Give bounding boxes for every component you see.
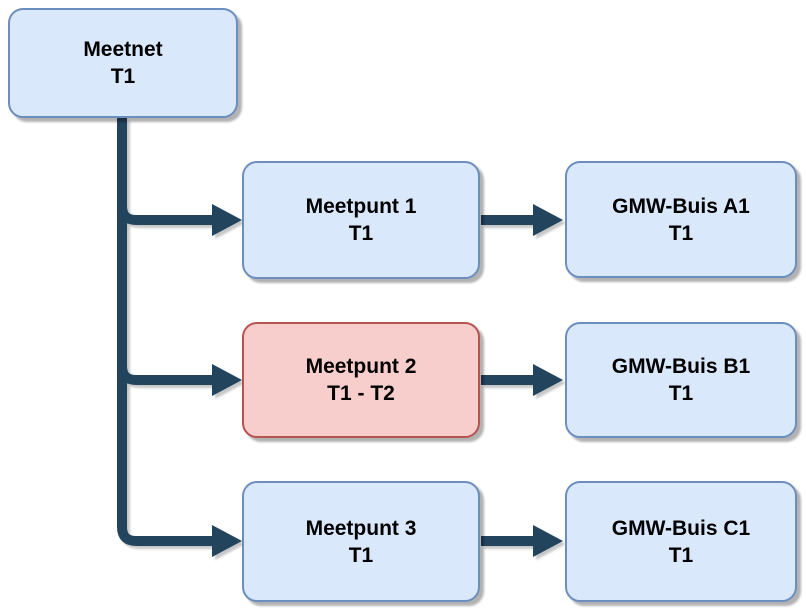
node-sublabel: T1 xyxy=(668,221,694,245)
node-label: Meetnet xyxy=(83,38,163,61)
node-label: Meetpunt 3 xyxy=(305,516,417,540)
arrowhead-gmw-c1 xyxy=(533,525,563,557)
node-sublabel: T1 - T2 xyxy=(327,382,395,405)
edge-meetnet-meetpunt2 xyxy=(117,352,214,385)
node-sublabel: T1 xyxy=(348,222,374,245)
node-gmw-buis-c1[interactable]: GMW-Buis C1 T1 xyxy=(565,481,797,602)
node-label: Meetpunt 2 xyxy=(305,355,417,378)
node-meetpunt1[interactable]: Meetpunt 1 T1 xyxy=(242,161,480,279)
arrowhead-meetpunt2 xyxy=(212,364,242,396)
node-meetpunt3[interactable]: Meetpunt 3 T1 xyxy=(242,481,480,602)
arrowhead-gmw-a1 xyxy=(533,204,563,236)
node-gmw-buis-b1[interactable]: GMW-Buis B1 T1 xyxy=(565,322,797,438)
node-label: GMW-Buis A1 xyxy=(612,194,750,218)
node-label: GMW-Buis B1 xyxy=(611,355,751,378)
node-gmw-buis-a1[interactable]: GMW-Buis A1 T1 xyxy=(565,161,797,278)
node-meetpunt2[interactable]: Meetpunt 2 T1 - T2 xyxy=(242,322,480,438)
arrowhead-gmw-b1 xyxy=(533,364,563,396)
node-sublabel: T1 xyxy=(668,382,694,405)
edge-meetnet-meetpunt1 xyxy=(117,192,214,225)
node-meetnet[interactable]: Meetnet T1 xyxy=(8,8,238,118)
node-sublabel: T1 xyxy=(110,65,136,88)
node-label: GMW-Buis C1 xyxy=(611,516,751,540)
node-sublabel: T1 xyxy=(348,543,374,567)
node-sublabel: T1 xyxy=(668,543,694,567)
arrowhead-meetpunt1 xyxy=(212,204,242,236)
edge-meetnet-meetpunt3 xyxy=(117,118,214,546)
node-label: Meetpunt 1 xyxy=(305,195,417,218)
arrowhead-meetpunt3 xyxy=(212,525,242,557)
